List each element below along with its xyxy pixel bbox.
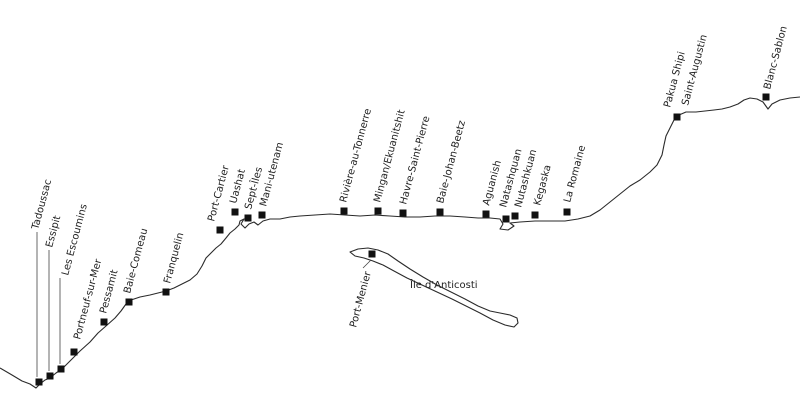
label-port-menier: Port-Menier [348,269,374,328]
marker-pessamit [100,318,108,326]
label-la-romaine: La Romaine [562,144,588,203]
marker-riviere-au-tonnerre [340,207,348,215]
leader-port-menier [362,259,372,269]
label-kegaska: Kegaska [532,164,553,207]
marker-pakua-shipi [673,113,681,121]
label-blanc-sablon: Blanc-Sablon [762,25,790,91]
marker-port-cartier [216,226,224,234]
leader-lines [36,232,372,377]
coastline [0,96,800,389]
label-port-cartier: Port-Cartier [206,163,232,222]
label-essipit: Essipit [44,214,63,248]
marker-nutashkuan [511,212,519,220]
label-pessamit: Pessamit [98,269,120,315]
label-les-escoumins: Les Escoumins [60,203,90,277]
label-riviere-au-tonnerre: Rivière-au-Tonnerre [337,107,374,204]
marker-franquelin [162,288,170,296]
place-markers [35,93,770,386]
marker-aguanish [482,210,490,218]
label-baie-comeau: Baie-Comeau [122,227,150,295]
marker-portneuf-sur-mer [70,348,78,356]
island-label: Île d'Anticosti [409,278,478,291]
marker-les-escoumins [57,365,65,373]
marker-havre-saint-pierre [399,209,407,217]
marker-kegaska [531,211,539,219]
label-saint-augustin: Saint-Augustin [680,33,710,106]
label-franquelin: Franquelin [162,231,186,284]
marker-mani-utenam [258,211,266,219]
marker-port-menier [368,250,376,258]
marker-blanc-sablon [762,93,770,101]
marker-la-romaine [563,208,571,216]
marker-tadoussac [35,378,43,386]
label-havre-saint-pierre: Havre-Saint-Pierre [398,115,432,206]
marker-baie-comeau [125,298,133,306]
marker-baie-johan-beetz [436,208,444,216]
marker-sept-iles [244,214,252,222]
marker-natashquan [502,215,510,223]
anticosti-island [349,247,519,328]
label-baie-johan-beetz: Baie-Johan-Beetz [435,119,468,204]
marker-uashat [231,208,239,216]
label-portneuf-sur-mer: Portneuf-sur-Mer [72,257,104,341]
marker-essipit [46,372,54,380]
marker-mingan-ekuanitshit [374,207,382,215]
